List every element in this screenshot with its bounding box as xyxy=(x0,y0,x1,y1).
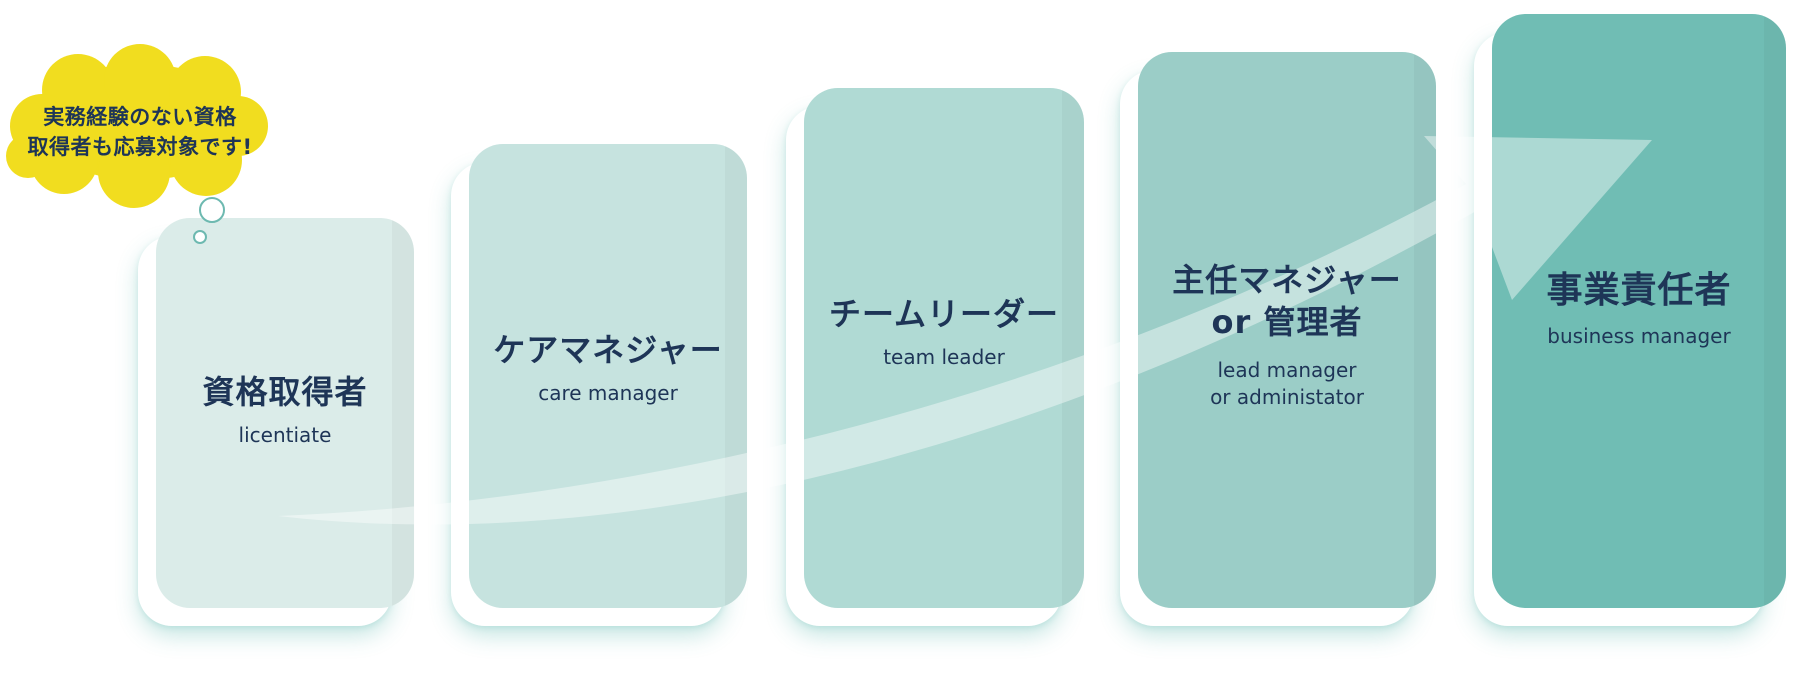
step-title-en: business manager xyxy=(1547,323,1731,348)
card-face xyxy=(469,144,747,608)
step-title-ja: ケアマネジャー xyxy=(493,331,723,369)
step-title-en-line1: lead manager xyxy=(1217,358,1357,383)
card-label: 事業責任者 business manager xyxy=(1492,268,1786,350)
card-face xyxy=(156,218,414,608)
card-face xyxy=(804,88,1084,608)
step-title-en: team leader xyxy=(883,344,1005,369)
step-card-lead-manager: 主任マネジャー or 管理者 lead manager or administa… xyxy=(1120,52,1436,626)
step-card-licentiate: 資格取得者 licentiate xyxy=(138,218,414,626)
thought-bubble: 実務経験のない資格 取得者も応募対象です! xyxy=(0,44,280,244)
card-label: 資格取得者 licentiate xyxy=(156,372,414,449)
card-label: 主任マネジャー or 管理者 lead manager or administa… xyxy=(1138,260,1436,411)
step-card-care-manager: ケアマネジャー care manager xyxy=(451,144,747,626)
step-title-ja-line2: or 管理者 xyxy=(1211,302,1363,341)
card-label: チームリーダー team leader xyxy=(804,294,1084,371)
card-label: ケアマネジャー care manager xyxy=(469,330,747,407)
step-card-business-manager: 事業責任者 business manager xyxy=(1474,14,1786,626)
bubble-dot-large xyxy=(199,197,225,223)
card-face xyxy=(1492,14,1786,608)
bubble-line-2: 取得者も応募対象です! xyxy=(27,135,253,160)
card-face xyxy=(1138,52,1436,608)
step-title-en-line2: or administator xyxy=(1210,385,1364,410)
step-card-team-leader: チームリーダー team leader xyxy=(786,88,1084,626)
step-title-en: licentiate xyxy=(238,422,332,447)
bubble-dot-small xyxy=(193,230,207,244)
step-title-ja: 資格取得者 xyxy=(202,373,368,411)
cloud-icon xyxy=(6,44,268,244)
step-title-ja: 事業責任者 xyxy=(1546,270,1732,311)
bubble-line-1: 実務経験のない資格 xyxy=(43,105,237,129)
step-title-ja-line1: 主任マネジャー xyxy=(1172,261,1402,299)
step-title-en: care manager xyxy=(538,380,678,405)
step-title-ja: チームリーダー xyxy=(828,295,1060,333)
bubble-message: 実務経験のない資格 取得者も応募対象です! xyxy=(10,102,270,163)
